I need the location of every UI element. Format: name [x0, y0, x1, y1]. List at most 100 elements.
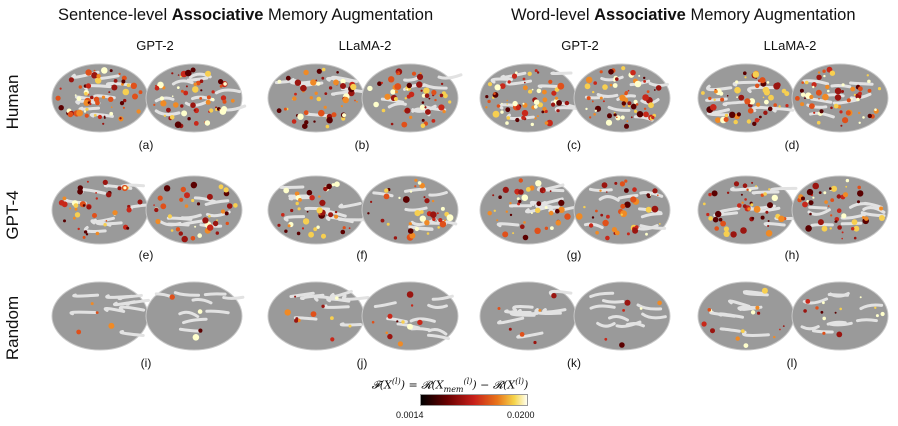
activation-spot — [808, 200, 814, 206]
activation-spot — [806, 200, 809, 203]
activation-spot — [760, 215, 765, 220]
sulcus — [154, 109, 181, 116]
activation-spot — [377, 81, 382, 86]
activation-spot — [813, 111, 816, 114]
activation-spot — [624, 91, 628, 95]
brain-panel-f — [258, 170, 468, 262]
activation-spot — [779, 328, 781, 331]
activation-spot — [585, 107, 588, 111]
activation-spot — [193, 121, 199, 126]
activation-spot — [505, 107, 511, 113]
activation-spot — [410, 304, 414, 307]
activation-spot — [63, 219, 66, 223]
activation-spot — [92, 213, 97, 218]
brain-surface-map — [479, 63, 671, 133]
activation-spot — [858, 86, 863, 92]
activation-spot — [524, 81, 526, 84]
activation-spot — [609, 83, 613, 87]
activation-spot — [316, 225, 320, 229]
activation-spot — [309, 195, 315, 201]
activation-spot — [184, 204, 189, 208]
activation-spot — [708, 216, 713, 221]
activation-spot — [187, 117, 191, 121]
sulcus — [598, 195, 620, 202]
sulcus — [641, 312, 667, 320]
activation-spot — [340, 105, 343, 108]
activation-spot — [276, 108, 282, 114]
sulcus — [427, 333, 451, 341]
activation-spot — [836, 208, 842, 213]
activation-spot — [411, 71, 417, 76]
activation-spot — [73, 203, 79, 208]
activation-spot — [550, 226, 554, 230]
activation-spot — [737, 203, 742, 208]
sulcus — [159, 220, 182, 227]
activation-spot — [85, 107, 89, 111]
activation-spot — [499, 83, 506, 89]
activation-spot — [367, 85, 373, 92]
activation-spot — [750, 203, 754, 207]
activation-spot — [812, 85, 815, 89]
activation-spot — [619, 181, 625, 187]
activation-spot — [197, 309, 203, 314]
activation-spot — [605, 119, 613, 126]
activation-spot — [393, 236, 398, 240]
activation-spot — [782, 325, 785, 327]
activation-spot — [710, 104, 717, 111]
activation-spot — [356, 100, 358, 103]
activation-spot — [805, 299, 811, 304]
activation-spot — [102, 179, 108, 185]
activation-spot — [404, 97, 407, 100]
activation-spot — [395, 90, 398, 94]
activation-spot — [74, 94, 77, 96]
activation-spot — [197, 233, 202, 238]
sulcus — [802, 79, 830, 86]
activation-spot — [294, 191, 300, 197]
activation-spot — [323, 105, 327, 109]
activation-spot — [180, 89, 184, 93]
activation-spot — [730, 231, 737, 238]
sulcus — [534, 308, 562, 315]
activation-spot — [612, 83, 618, 88]
activation-spot — [614, 230, 620, 236]
activation-spot — [218, 184, 224, 190]
activation-spot — [710, 328, 715, 334]
activation-spot — [557, 82, 565, 90]
activation-spot — [778, 105, 781, 108]
sulcus — [204, 199, 230, 206]
activation-spot — [498, 195, 502, 199]
activation-spot — [522, 77, 526, 81]
sulcus — [72, 293, 100, 298]
activation-spot — [614, 181, 618, 185]
activation-spot — [424, 93, 430, 98]
activation-spot — [119, 117, 122, 120]
model-label-gpt2-word: GPT-2 — [561, 38, 599, 53]
activation-spot — [853, 225, 860, 232]
sulcus — [826, 320, 847, 326]
activation-spot — [319, 199, 326, 206]
activation-spot — [138, 90, 143, 95]
activation-spot — [829, 227, 832, 230]
sulcus — [410, 217, 437, 227]
activation-spot — [635, 103, 639, 106]
activation-spot — [636, 111, 644, 118]
brain-surface-map — [267, 281, 459, 351]
activation-spot — [82, 204, 86, 207]
activation-spot — [419, 210, 424, 214]
activation-spot — [634, 109, 638, 113]
activation-spot — [89, 102, 92, 106]
activation-spot — [303, 110, 309, 116]
activation-spot — [443, 93, 448, 99]
activation-spot — [421, 93, 426, 98]
activation-spot — [126, 207, 132, 213]
activation-spot — [409, 190, 413, 193]
activation-spot — [846, 98, 851, 103]
activation-spot — [768, 188, 771, 191]
activation-spot — [622, 309, 625, 312]
activation-spot — [95, 192, 97, 194]
activation-spot — [768, 94, 774, 101]
activation-spot — [118, 72, 121, 76]
activation-spot — [753, 205, 761, 213]
activation-spot — [416, 73, 424, 80]
activation-spot — [800, 102, 805, 107]
